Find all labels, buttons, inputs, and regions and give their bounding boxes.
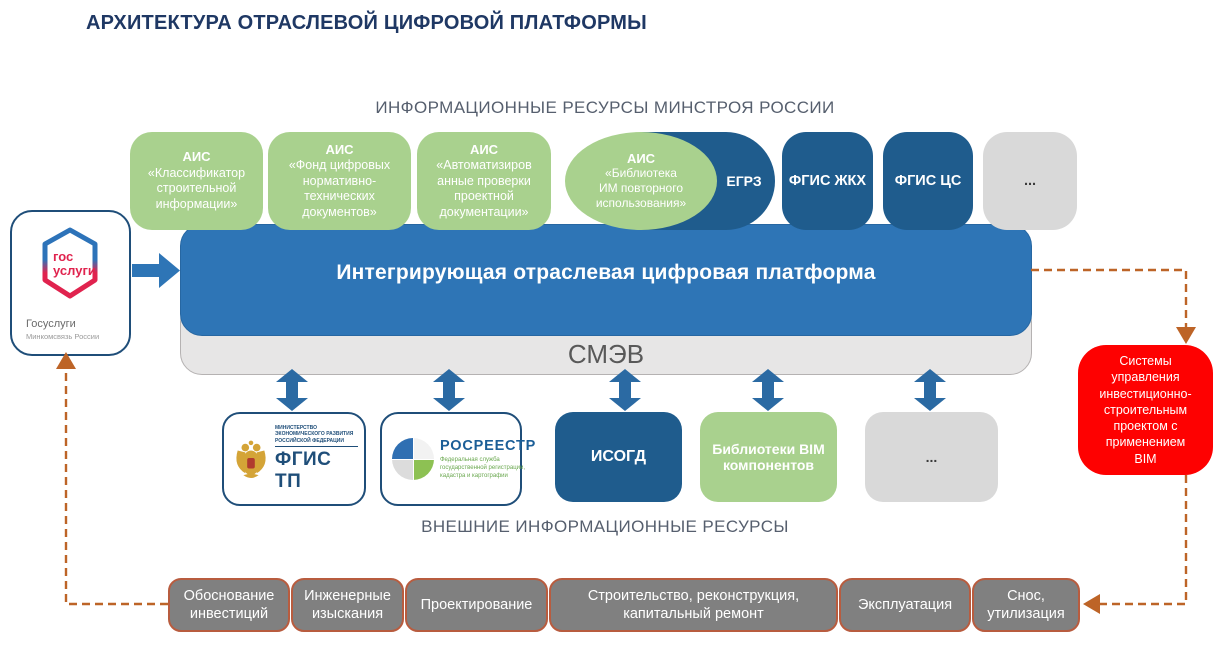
bim-systems-box: Системы управления инвестиционно- строит… — [1078, 345, 1213, 475]
ais-prefix: АИС — [325, 141, 354, 157]
ais-body: «Фонд цифровых нормативно- технических д… — [288, 157, 391, 219]
section-header-minstroy-resources: ИНФОРМАЦИОННЫЕ РЕСУРСЫ МИНСТРОЯ РОССИИ — [375, 98, 835, 117]
stage-surveys-box: Инженерные изыскания — [291, 578, 404, 632]
dashed-connector-left — [64, 369, 168, 606]
gosuslugi-logo-icon: гос услуги — [40, 226, 100, 300]
fgis-zhkh-box: ФГИС ЖКХ — [782, 132, 873, 230]
dashed-connector-right-top — [1031, 268, 1188, 327]
double-arrow-icon — [913, 368, 947, 412]
ais-body: «Автоматизиров анные проверки проектной … — [436, 157, 532, 219]
ais-checks-box: АИС «Автоматизиров анные проверки проект… — [417, 132, 551, 230]
double-arrow-icon — [432, 368, 466, 412]
right-arrow-icon — [132, 251, 181, 290]
ais-fund-box: АИС «Фонд цифровых нормативно- техническ… — [268, 132, 411, 230]
ais-prefix: АИС — [469, 141, 499, 157]
gosuslugi-card: гос услуги Госуслуги Минкомсвязь России — [10, 210, 131, 356]
double-arrow-icon — [751, 368, 785, 412]
ais-body: «Классификатор строительной информации» — [147, 165, 246, 211]
isogd-box: ИСОГД — [555, 412, 682, 502]
egrz-label: ЕГРЗ — [726, 173, 762, 189]
ais-body: «Библиотека ИМ повторного использования» — [595, 166, 687, 210]
gosuslugi-caption: Госуслуги — [26, 318, 76, 330]
arrowhead-left-icon — [1083, 594, 1100, 614]
gosuslugi-logo-text1: гос — [53, 249, 73, 264]
double-arrow-icon — [608, 368, 642, 412]
ais-prefix: АИС — [182, 149, 211, 165]
arrowhead-down-icon — [1176, 327, 1196, 344]
stage-design-box: Проектирование — [405, 578, 548, 632]
stage-construction-box: Строительство, реконструкция, капитальны… — [549, 578, 838, 632]
bim-library-box: Библиотеки BIM компонентов — [700, 412, 837, 502]
platform-bar: Интегрирующая отраслевая цифровая платфо… — [180, 224, 1032, 336]
rosreestr-subtitle: Федеральная служба государственной регис… — [440, 456, 525, 480]
double-arrow-icon — [275, 368, 309, 412]
ais-classifier-box: АИС «Классификатор строительной информац… — [130, 132, 263, 230]
fgis-tp-label: ФГИС ТП — [275, 449, 332, 493]
gosuslugi-subcaption: Минкомсвязь России — [26, 332, 100, 341]
stage-demolition-box: Снос, утилизация — [972, 578, 1080, 632]
platform-label: Интегрирующая отраслевая цифровая платфо… — [336, 261, 876, 284]
other-external-box: ... — [865, 412, 998, 502]
rosreestr-label: РОСРЕЕСТР — [440, 437, 537, 454]
fgis-cs-box: ФГИС ЦС — [883, 132, 973, 230]
ais-library-egrz-capsule: АИС «Библиотека ИМ повторного использова… — [565, 132, 775, 230]
other-systems-box: ... — [983, 132, 1077, 230]
gosuslugi-logo-text2: услуги — [53, 263, 96, 278]
ais-library-ellipse: АИС «Библиотека ИМ повторного использова… — [565, 132, 717, 230]
fgis-tp-card: МИНИСТЕРСТВО ЭКОНОМИЧЕСКОГО РАЗВИТИЯ РОС… — [222, 412, 366, 506]
ais-prefix: АИС — [626, 151, 656, 166]
stage-investment-box: Обоснование инвестиций — [168, 578, 290, 632]
ministry-caption: МИНИСТЕРСТВО ЭКОНОМИЧЕСКОГО РАЗВИТИЯ РОС… — [275, 425, 358, 448]
section-header-external-resources: ВНЕШНИЕ ИНФОРМАЦИОННЫЕ РЕСУРСЫ — [421, 517, 789, 536]
coat-of-arms-russia-icon — [232, 437, 270, 481]
smev-label: СМЭВ — [567, 339, 645, 369]
stage-operation-box: Эксплуатация — [839, 578, 971, 632]
page-title: АРХИТЕКТУРА ОТРАСЛЕВОЙ ЦИФРОВОЙ ПЛАТФОРМ… — [86, 12, 647, 34]
rosreestr-card: РОСРЕЕСТР Федеральная служба государстве… — [380, 412, 535, 506]
rosreestr-logo-icon — [392, 438, 434, 480]
dashed-connector-right-bottom — [1100, 475, 1188, 606]
